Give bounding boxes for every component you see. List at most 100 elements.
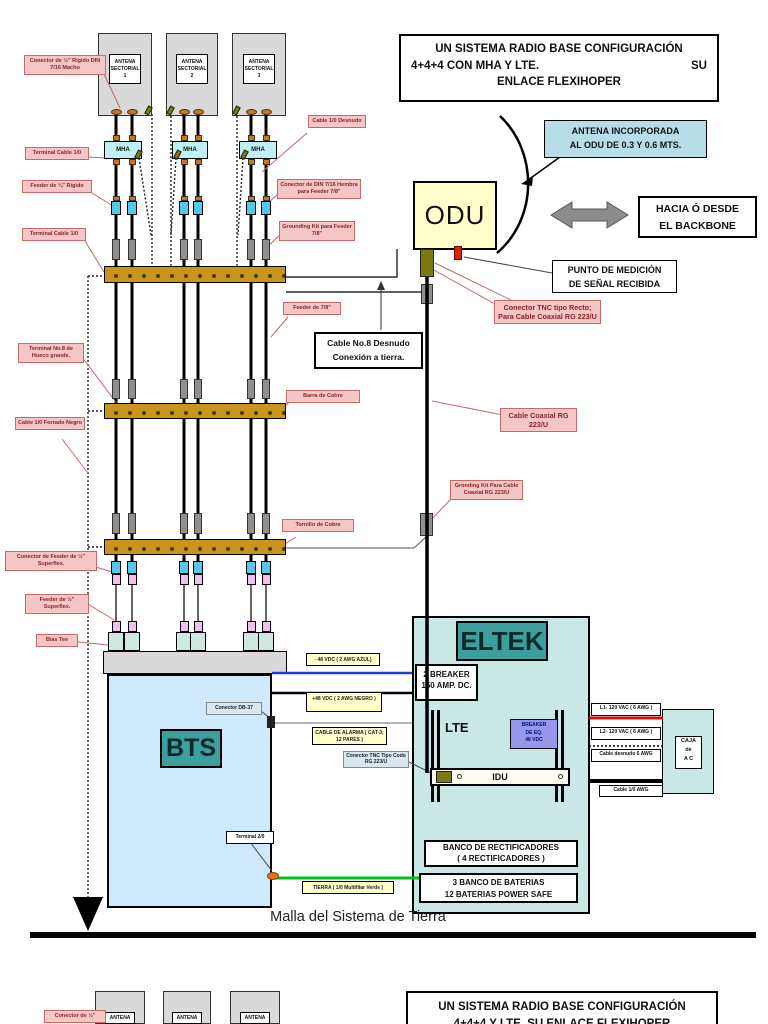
title-line2-left: 4+4+4 CON MHA Y LTE. xyxy=(411,59,540,72)
bias-tee-unit xyxy=(243,632,259,651)
page2-title-line2: 4+4+4 Y LTE. SU ENLACE FLEXIHOPER xyxy=(453,1017,671,1024)
superflex-connector-top xyxy=(111,561,121,574)
superflex-connector-top xyxy=(246,561,256,574)
coax-kit-ground-line xyxy=(286,535,428,549)
grounding-kit-row1 xyxy=(247,239,255,260)
cable8-line1: Cable No.8 Desnudo xyxy=(327,338,410,348)
coax-grounding-kit-2 xyxy=(420,513,433,536)
callout-terminal-no8: Terminal No.8 de Hueco grande. xyxy=(18,343,84,364)
mha-port-top xyxy=(128,135,136,141)
callout-grounding-kit-feeder: Grounding Kit para Feeder 7/8" xyxy=(279,221,355,242)
din-connector-body xyxy=(246,201,256,215)
page2-antenna-3-label: ANTENA xyxy=(240,1012,270,1024)
malla-text: Malla del Sistema de Tierra xyxy=(270,909,446,925)
antenna-port-connector xyxy=(245,109,257,115)
biastee-connector-pink xyxy=(261,621,271,632)
grounding-kit-row3 xyxy=(112,513,120,534)
din-connector-body xyxy=(179,201,189,215)
antenna-port-connector xyxy=(260,109,272,115)
din-connector-body xyxy=(261,201,271,215)
hacia-line2: EL BACKBONE xyxy=(659,219,736,232)
eltek-label: ELTEK xyxy=(456,621,548,661)
baterias-line2: 12 BATERIAS POWER SAFE xyxy=(444,890,553,899)
superflex-connector-top xyxy=(179,561,189,574)
title-line2-right: SU xyxy=(691,59,707,72)
antenna-port-connector xyxy=(110,109,122,115)
rack-rail-right-a xyxy=(555,710,558,802)
pos48-label: +48 VDC ( 2 AWG NEGRO ) xyxy=(306,692,382,712)
biastee-connector-pink xyxy=(111,621,121,632)
page2-antenna-2-label: ANTENA xyxy=(172,1012,202,1024)
din-connector-body xyxy=(127,201,137,215)
antena-inc-line2: AL ODU DE 0.3 Y 0.6 MTS. xyxy=(569,140,682,151)
antena-incorporada-box: ANTENA INCORPORADA AL ODU DE 0.3 Y 0.6 M… xyxy=(544,120,707,158)
callout-gronding-kit-coax: Gronding Kit Para Cable Coaxial RG 223/U xyxy=(450,480,523,501)
db37-label: Conector DB-37 xyxy=(206,702,262,715)
superflex-connector-pink xyxy=(246,574,256,585)
neg48-label: - 48 VDC ( 2 AWG AZUL) xyxy=(306,653,380,666)
antenna-sector-1-label: ANTENA SECTORIAL 1 xyxy=(109,54,141,84)
grounding-kit-row2 xyxy=(247,379,255,399)
odu-tnc-connector xyxy=(420,249,434,277)
odu-ground-lines xyxy=(286,249,422,293)
din-connector-body xyxy=(193,201,203,215)
cable8-arrowhead xyxy=(377,281,385,290)
grounding-kit-row2 xyxy=(180,379,188,399)
mha-port-bottom xyxy=(194,159,202,165)
callout-conector-din-macho: Conector de ½" Rígido DIN 7/16 Macho xyxy=(24,55,106,76)
feeder-cables xyxy=(114,112,268,585)
callout-tnc-recto: Conector TNC tipo Recto; Para Cable Coax… xyxy=(494,300,601,324)
din-connector-body xyxy=(111,201,121,215)
mha-port-bottom xyxy=(247,159,255,165)
copper-bar-1 xyxy=(104,266,286,283)
antenna-port-connector xyxy=(192,109,204,115)
callout-terminal-cable-1: Terminal Cable 1/0 xyxy=(25,147,89,161)
antenna-port-connector xyxy=(178,109,190,115)
grounding-kit-row2 xyxy=(194,379,202,399)
biastee-connector-pink xyxy=(179,621,189,632)
grounding-kit-row1 xyxy=(194,239,202,260)
rectifier-bank-box: BANCO DE RECTIFICADORES ( 4 RECTIFICADOR… xyxy=(424,840,578,867)
signal-measure-port xyxy=(454,246,462,260)
cable8-line2: Conexión a tierra. xyxy=(332,352,405,363)
mha-port-bottom xyxy=(112,159,120,165)
superflex-connector-top xyxy=(127,561,137,574)
tierra-label: TIERRA ( 1/0 Multifilar Verde ) xyxy=(302,881,394,894)
page2-antenna-1-label: ANTENA xyxy=(105,1012,135,1024)
breaker-150-box: 2 BREAKER 150 AMP. DC. xyxy=(415,664,478,701)
ground-bus-line xyxy=(30,932,756,938)
grounding-kit-row1 xyxy=(112,239,120,260)
callout-feeder-superflex: Feeder de ½" Superflex. xyxy=(25,594,89,615)
grounding-kit-row3 xyxy=(247,513,255,534)
callout-terminal-cable-2: Terminal Cable 1/0 xyxy=(22,228,86,242)
backbone-double-arrow xyxy=(550,201,629,229)
callout-barra-cobre: Barra de Cobre xyxy=(286,390,360,404)
caja-line1: CAJA xyxy=(681,738,696,744)
caja-ac-label: CAJA de A C xyxy=(675,736,702,769)
antena-inc-line1: ANTENA INCORPORADA xyxy=(571,126,680,136)
callout-cable-desnudo: Cable 1/0 Desnudo xyxy=(308,115,366,129)
grounding-kit-row3 xyxy=(194,513,202,534)
punto-medicion-box: PUNTO DE MEDICIÓN DE SEÑAL RECIBIDA xyxy=(552,260,677,293)
biastee-connector-pink xyxy=(193,621,203,632)
l2-label: L2- 120 VAC ( 6 AWG ) xyxy=(591,727,661,740)
mha-port-top xyxy=(112,135,120,141)
punto-line2: DE SEÑAL RECIBIDA xyxy=(568,279,661,290)
grounding-kit-row3 xyxy=(180,513,188,534)
rack-rail-left-b xyxy=(437,710,440,802)
title-line1: UN SISTEMA RADIO BASE CONFIGURACIÓN xyxy=(435,43,683,55)
title-line3: ENLACE FLEXIHOPER xyxy=(497,76,621,89)
idu-tnc-connector xyxy=(436,771,452,783)
biastee-connector-pink xyxy=(127,621,137,632)
page2-title-line1: UN SISTEMA RADIO BASE CONFIGURACIÓN xyxy=(438,1001,686,1013)
ground-terminal-20 xyxy=(267,872,279,880)
superflex-connector-pink xyxy=(127,574,137,585)
bias-tee-unit xyxy=(190,632,206,651)
feeder-jumpers xyxy=(115,585,267,634)
superflex-connector-top xyxy=(193,561,203,574)
breaker-eq-line1: BREAKER xyxy=(521,722,547,728)
biastee-connector-pink xyxy=(246,621,256,632)
backbone-box: HACIA Ó DESDE EL BACKBONE xyxy=(638,196,757,238)
bts-label: BTS xyxy=(160,729,222,768)
